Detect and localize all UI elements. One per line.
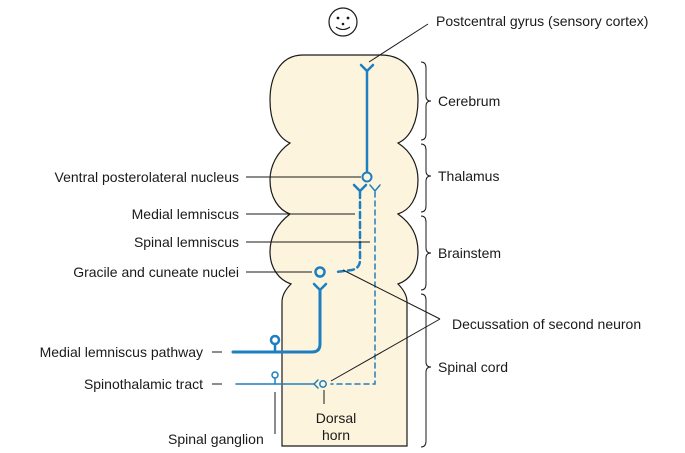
region-cerebrum: Cerebrum — [438, 93, 500, 109]
dorsal-horn-neuron — [320, 381, 326, 387]
label-medial-lemniscus: Medial lemniscus — [132, 206, 239, 222]
label-postcentral-gyrus: Postcentral gyrus (sensory cortex) — [436, 13, 648, 29]
region-braces — [421, 62, 431, 447]
label-spinal-ganglion: Spinal ganglion — [168, 431, 264, 447]
gracile-cuneate-neuron — [316, 268, 325, 277]
label-gracile-cuneate: Gracile and cuneate nuclei — [73, 264, 239, 280]
vpl-neuron — [363, 173, 372, 182]
label-dorsal: Dorsal — [316, 410, 356, 426]
label-vpl-nucleus: Ventral posterolateral nucleus — [55, 169, 239, 185]
neuraxis-outline — [270, 55, 418, 446]
region-thalamus: Thalamus — [438, 168, 499, 184]
label-spinothalamic-tract: Spinothalamic tract — [84, 376, 203, 392]
region-spinal-cord: Spinal cord — [438, 359, 508, 375]
label-horn: horn — [322, 427, 350, 443]
label-spinal-lemniscus: Spinal lemniscus — [134, 234, 239, 250]
face-icon — [329, 8, 357, 36]
label-ml-pathway: Medial lemniscus pathway — [40, 344, 203, 360]
spinal-ganglion-neuron — [272, 372, 278, 378]
label-decussation: Decussation of second neuron — [452, 316, 641, 332]
region-brainstem: Brainstem — [438, 245, 501, 261]
